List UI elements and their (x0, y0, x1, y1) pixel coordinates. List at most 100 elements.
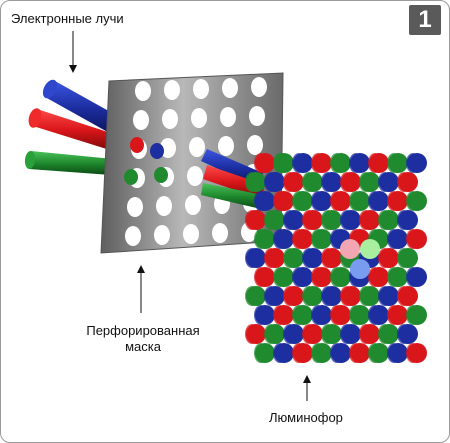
phosphor-dot (369, 191, 389, 211)
mask-hole (189, 137, 205, 157)
phosphor-dot (331, 153, 351, 173)
phosphor-dot (398, 172, 418, 192)
phosphor-dot (388, 229, 408, 249)
phosphor-dot (284, 172, 304, 192)
phosphor-dot (331, 343, 351, 363)
mask-hole (249, 106, 265, 126)
phosphor-dot (246, 172, 266, 192)
phosphor-dot (322, 324, 342, 344)
phosphor-dot (293, 229, 313, 249)
phosphor-dot (360, 324, 380, 344)
illuminated-phosphor-dot (340, 239, 360, 259)
mask-hole (218, 136, 234, 156)
phosphor-dot (341, 324, 361, 344)
phosphor-screen (245, 153, 427, 363)
phosphor-dot (255, 267, 275, 287)
green-beam (24, 151, 113, 175)
phosphor-dot (398, 210, 418, 230)
phosphor-dot (312, 191, 332, 211)
mask-hole (125, 226, 141, 246)
phosphor-dot (407, 153, 427, 173)
phosphor-dot (255, 343, 275, 363)
phosphor-dot (303, 172, 323, 192)
phosphor-dot (350, 153, 370, 173)
phosphor-dot (255, 305, 275, 325)
phosphor-dot (379, 324, 399, 344)
phosphor-dot (312, 267, 332, 287)
phosphor-dot (293, 267, 313, 287)
phosphor-dot (284, 286, 304, 306)
shadow-mask-label-line1: Перфорированная (86, 323, 200, 338)
mask-hole (193, 79, 209, 99)
phosphor-dot (284, 248, 304, 268)
phosphor-dot (360, 286, 380, 306)
mask-hole (127, 197, 143, 217)
phosphor-dot (312, 153, 332, 173)
phosphor-dot (274, 343, 294, 363)
phosphor-dot (274, 267, 294, 287)
shadow-mask-label-line2: маска (125, 339, 161, 354)
phosphor-dot (379, 210, 399, 230)
phosphor-dot (369, 305, 389, 325)
phosphor-dot (398, 286, 418, 306)
electron-beams (24, 79, 123, 175)
phosphor-dot (398, 248, 418, 268)
phosphor-dot (255, 191, 275, 211)
phosphor-dot (265, 172, 285, 192)
phosphor-dot (341, 210, 361, 230)
phosphor-dot (388, 305, 408, 325)
mask-hole (212, 223, 228, 243)
phosphor-dot (265, 210, 285, 230)
mask-hole (133, 110, 149, 130)
phosphor-dot (284, 210, 304, 230)
mask-hole (247, 135, 263, 155)
phosphor-dot (293, 191, 313, 211)
phosphor-dot (274, 191, 294, 211)
phosphor-dot (265, 324, 285, 344)
phosphor-dot (331, 305, 351, 325)
mask-hole (162, 109, 178, 129)
phosphor-dot (255, 229, 275, 249)
phosphor-dot (255, 153, 275, 173)
phosphor-dot (407, 229, 427, 249)
phosphor-dot (407, 191, 427, 211)
phosphor-dot (407, 267, 427, 287)
phosphor-dot (322, 248, 342, 268)
illuminated-phosphor-dot (350, 259, 370, 279)
phosphor-dot (350, 191, 370, 211)
phosphor-dot (322, 286, 342, 306)
phosphor-dot (265, 286, 285, 306)
phosphor-dot (274, 305, 294, 325)
mask-hole (164, 80, 180, 100)
phosphor-dot (407, 343, 427, 363)
phosphor-dot (322, 210, 342, 230)
phosphor-dot (379, 172, 399, 192)
mask-hole (187, 166, 203, 186)
mask-hole (251, 77, 267, 97)
phosphor-dot (388, 267, 408, 287)
phosphor-dot (369, 343, 389, 363)
phosphor-dot (303, 324, 323, 344)
shadow-mask-label: Перфорированная маска (67, 323, 219, 355)
phosphor-dot (303, 210, 323, 230)
mask-hole (220, 107, 236, 127)
mask-hole (156, 196, 172, 216)
phosphor-dot (312, 229, 332, 249)
phosphor-dot (360, 172, 380, 192)
phosphor-dot (274, 153, 294, 173)
phosphor-dot (303, 248, 323, 268)
phosphor-dot (379, 286, 399, 306)
phosphor-dot (398, 324, 418, 344)
phosphor-dot (407, 305, 427, 325)
phosphor-dot (246, 324, 266, 344)
phosphor-dot (312, 305, 332, 325)
phosphor-dot (246, 210, 266, 230)
phosphor-label: Люминофор (269, 410, 343, 425)
blue-beam (42, 79, 123, 135)
phosphor-dot (350, 305, 370, 325)
phosphor-dot (341, 172, 361, 192)
figure-number-badge: 1 (409, 5, 441, 35)
phosphor-dot (379, 248, 399, 268)
phosphor-dot (303, 286, 323, 306)
